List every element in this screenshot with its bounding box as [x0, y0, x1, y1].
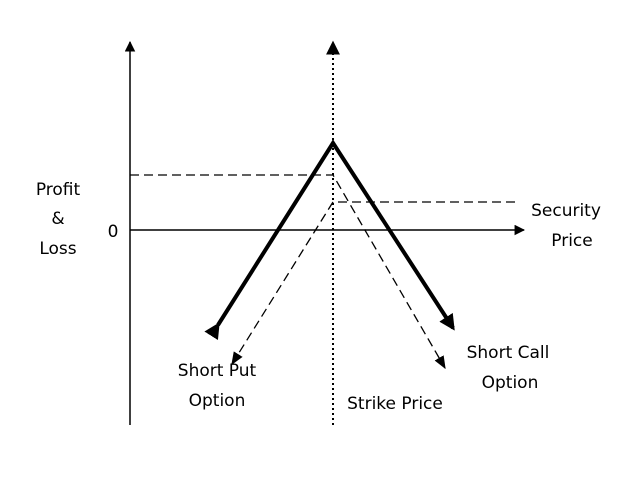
x-axis-label-2: Price [551, 231, 592, 251]
combined-payoff-line [204, 139, 455, 341]
y-axis-label-3: Loss [39, 239, 76, 259]
y-axis-label-2: & [51, 209, 64, 229]
y-axis-label-1: Profit [36, 180, 81, 200]
strike-price-label: Strike Price [347, 394, 443, 414]
short-put-label-1: Short Put [178, 361, 257, 381]
x-axis-label-1: Security [531, 201, 601, 221]
short-call-payoff-line [231, 201, 515, 366]
short-put-label-2: Option [189, 391, 246, 411]
zero-label: 0 [108, 222, 119, 242]
short-put-payoff-line [130, 174, 446, 370]
short-call-label-2: Option [482, 373, 539, 393]
short-call-label-1: Short Call [467, 343, 550, 363]
